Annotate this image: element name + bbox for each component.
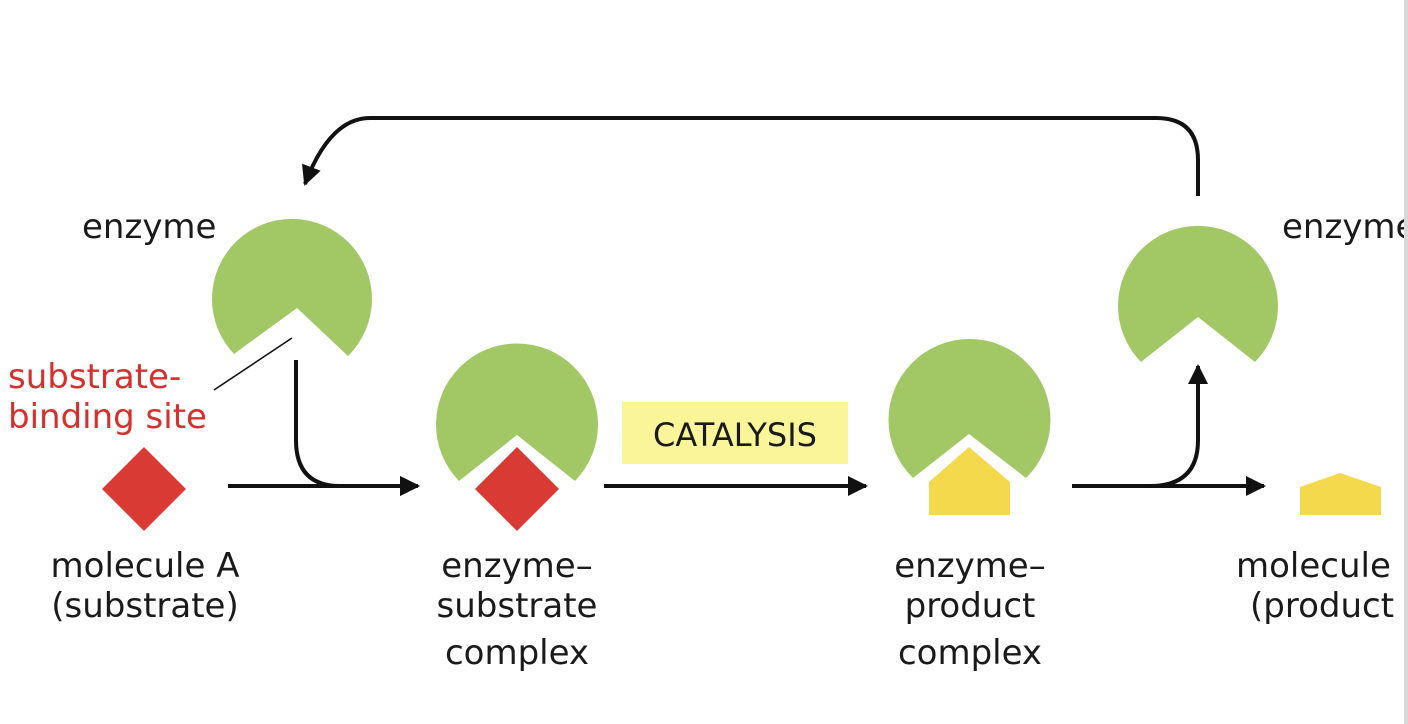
enzyme-release-arrow — [1100, 364, 1208, 488]
substrate-label-line2: (substrate) — [51, 586, 238, 626]
product-label-line2: (product — [1250, 586, 1394, 626]
catalysis-box — [622, 402, 848, 464]
es-label-line2: substrate — [437, 586, 598, 626]
binding-site-pointer — [213, 337, 293, 391]
catalysis-label: CATALYSIS — [653, 416, 817, 454]
product-label-line1: molecule — [1236, 546, 1391, 586]
es-complex-substrate — [475, 447, 559, 531]
recycle-arrow — [302, 116, 1200, 196]
enzyme-left-label: enzyme — [82, 207, 216, 247]
free-enzyme-right — [1118, 225, 1279, 362]
substrate-molecule — [102, 447, 186, 531]
ep-label-line2: product — [905, 586, 1036, 626]
es-label-line3: complex — [445, 633, 589, 673]
right-edge-border — [1404, 0, 1408, 724]
ep-complex-product — [929, 447, 1010, 515]
binding-site-label-line2: binding site — [8, 397, 207, 437]
ep-label-line1: enzyme– — [894, 546, 1045, 586]
free-enzyme-left — [211, 218, 372, 356]
binding-site-label-line1: substrate- — [8, 357, 181, 397]
substrate-label-line1: molecule A — [51, 546, 240, 586]
enzyme-join-arrow — [294, 360, 420, 496]
ep-complex-enzyme — [888, 338, 1051, 478]
ep-label-line3: complex — [898, 633, 1042, 673]
product-molecule — [1300, 473, 1381, 515]
es-label-line1: enzyme– — [441, 546, 592, 586]
enzyme-right-label: enzyme — [1282, 207, 1408, 247]
es-complex-enzyme — [436, 343, 598, 481]
